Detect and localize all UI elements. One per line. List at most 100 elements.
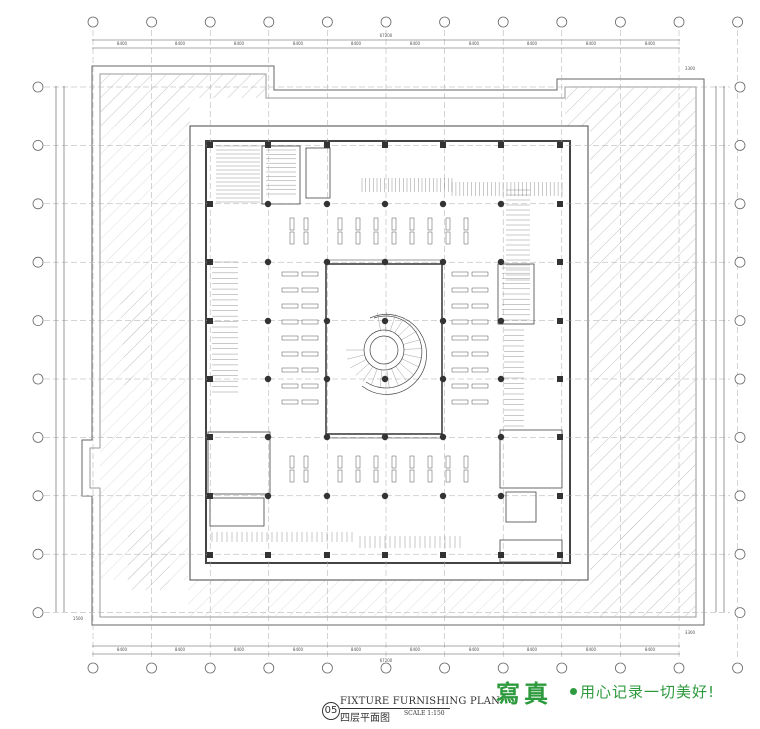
- structural-column: [207, 201, 213, 207]
- structural-column: [439, 317, 447, 325]
- row-grid-bubble: [32, 431, 44, 443]
- column-grid-bubble: [615, 16, 626, 28]
- column-grid-bubble: [263, 16, 275, 28]
- structural-column: [497, 200, 505, 208]
- structural-column: [265, 142, 271, 148]
- column-grid-bubble: [497, 16, 509, 28]
- grid-bubbles: [32, 16, 746, 674]
- column-grid-bubble: [732, 16, 743, 28]
- row-grid-bubble: [734, 431, 746, 443]
- structural-column: [497, 492, 505, 500]
- book-shelf: [281, 335, 299, 341]
- spiral-tread: [347, 354, 365, 360]
- book-shelf: [337, 455, 343, 469]
- column-grid-bubble: [263, 662, 275, 674]
- drawing-title-en: FIXTURE FURNISHING PLAN: [340, 696, 501, 707]
- structural-column: [323, 375, 331, 383]
- book-shelf: [391, 231, 397, 245]
- spiral-tread: [395, 366, 407, 381]
- structural-column: [497, 433, 505, 441]
- book-shelf: [301, 335, 319, 341]
- book-shelf: [355, 455, 361, 469]
- book-shelf: [281, 303, 299, 309]
- row-grid-bubble: [734, 81, 746, 93]
- spiral-tread: [362, 366, 373, 382]
- book-shelf: [281, 351, 299, 357]
- structural-column: [264, 433, 272, 441]
- structural-column: [497, 375, 505, 383]
- book-shelf: [337, 217, 343, 231]
- book-shelf: [445, 217, 451, 231]
- book-shelf: [445, 469, 451, 483]
- spiral-stair: [361, 314, 427, 395]
- book-shelf: [445, 231, 451, 245]
- structural-column: [207, 376, 213, 382]
- book-shelf: [301, 399, 319, 405]
- stair-cores: [207, 145, 563, 563]
- book-shelf: [451, 303, 469, 309]
- bay-dim-top: 8400: [351, 41, 362, 46]
- stair-core-bottom-right: [505, 491, 537, 523]
- drawing-scale: SCALE 1:150: [404, 710, 445, 717]
- column-grid-bubble: [87, 16, 99, 28]
- spiral-tread: [391, 368, 399, 386]
- overall-dim-top: 67200: [380, 33, 393, 38]
- book-shelf: [373, 469, 379, 483]
- structural-column: [557, 376, 563, 382]
- structural-column: [497, 258, 505, 266]
- column-grid-bubble: [497, 662, 509, 674]
- book-shelf: [471, 351, 489, 357]
- structural-column: [324, 552, 330, 558]
- structural-column: [382, 552, 388, 558]
- structural-column: [557, 434, 563, 440]
- bay-dim-bottom: 8400: [469, 647, 480, 652]
- edge-dim-bottom-right: 3300: [685, 630, 696, 635]
- hatched-roof-zones: [100, 74, 696, 617]
- bay-dim-top: 8400: [645, 41, 656, 46]
- watermark: 寫真 用心记录一切美好!: [496, 674, 758, 710]
- spiral-tread: [399, 362, 414, 375]
- structural-column: [207, 552, 213, 558]
- book-shelf: [289, 469, 295, 483]
- watermark-dot-icon: [570, 688, 577, 695]
- row-grid-bubble: [32, 490, 44, 502]
- column-grid-bubble: [380, 16, 392, 28]
- spiral-tread: [398, 323, 412, 337]
- column-grid-bubble: [439, 16, 451, 28]
- book-shelf: [355, 469, 361, 483]
- structural-column: [207, 318, 213, 324]
- row-grid-bubble: [734, 607, 746, 618]
- structural-column: [264, 200, 272, 208]
- bay-dim-top: 8400: [117, 41, 128, 46]
- book-shelf: [463, 455, 469, 469]
- structural-column: [557, 259, 563, 265]
- book-shelf: [451, 351, 469, 357]
- column-grid-bubble: [146, 16, 158, 28]
- structural-column: [381, 433, 389, 441]
- column-grid-bubble: [321, 662, 333, 674]
- book-shelf: [373, 217, 379, 231]
- book-shelf: [303, 469, 309, 483]
- structural-column: [381, 492, 389, 500]
- column-grid-bubble: [732, 662, 743, 674]
- book-shelf: [463, 469, 469, 483]
- row-grid-bubble: [734, 373, 746, 385]
- book-shelf: [471, 383, 489, 389]
- structural-column: [381, 317, 389, 325]
- book-shelf: [445, 455, 451, 469]
- bay-dim-top: 8400: [527, 41, 538, 46]
- column-grid-bubble: [673, 16, 685, 28]
- structural-column: [439, 258, 447, 266]
- book-shelf: [301, 351, 319, 357]
- structural-column: [207, 142, 213, 148]
- bay-dim-bottom: 8400: [175, 647, 186, 652]
- structural-column: [439, 492, 447, 500]
- book-shelf: [373, 455, 379, 469]
- structural-column: [497, 317, 505, 325]
- drawing-title-cn: 四层平面图: [340, 713, 390, 724]
- structural-column: [264, 492, 272, 500]
- book-shelf: [451, 367, 469, 373]
- spiral-tread: [394, 317, 405, 334]
- book-shelf: [337, 469, 343, 483]
- bay-dim-bottom: 8400: [234, 647, 245, 652]
